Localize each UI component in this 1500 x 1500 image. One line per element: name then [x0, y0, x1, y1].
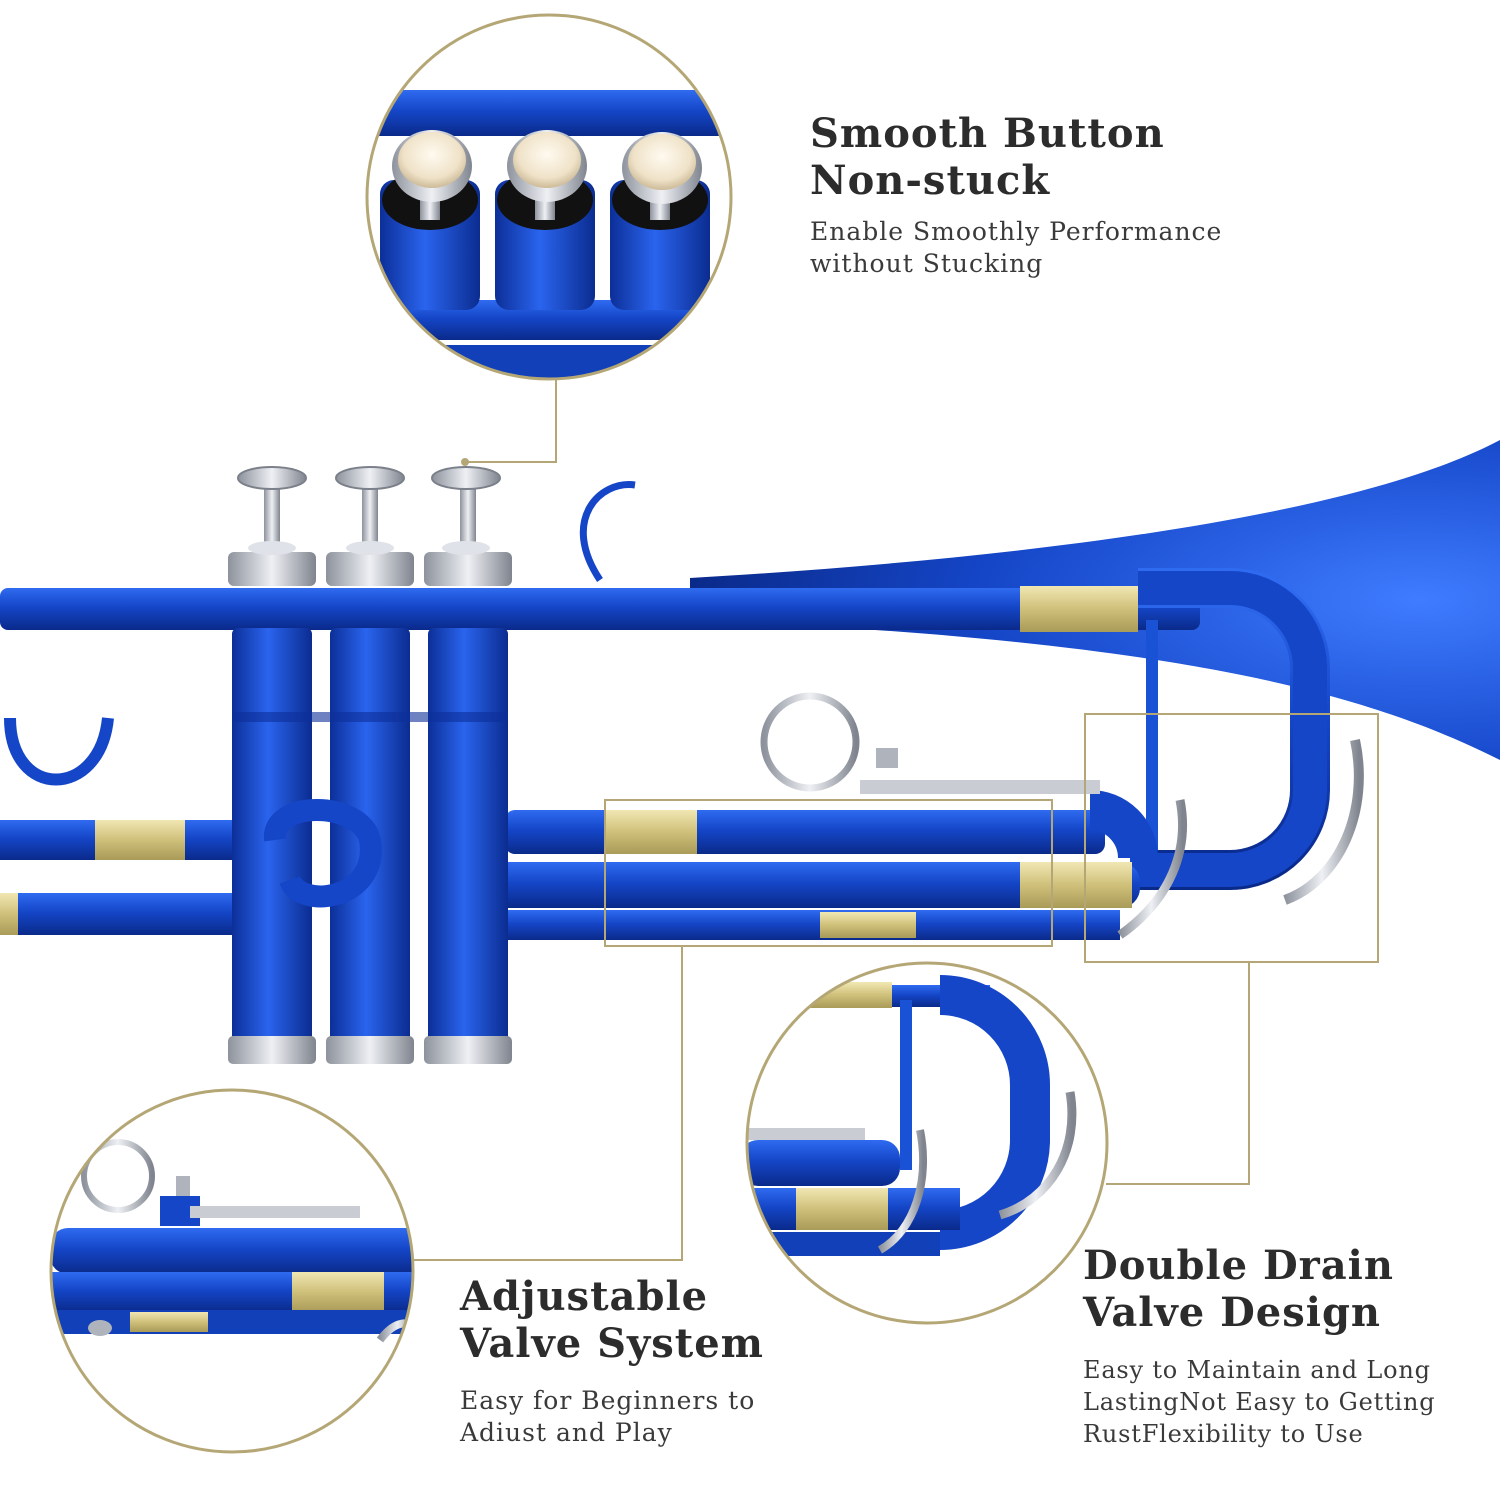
desc-line: Easy to Maintain and Long	[1083, 1356, 1431, 1384]
zoom-circle-buttons	[365, 13, 733, 381]
valve-buttons	[237, 466, 501, 555]
desc-line: LastingNot Easy to Getting	[1083, 1388, 1436, 1416]
feature-title: Smooth Button Non-stuck	[810, 110, 1370, 204]
title-line: Valve Design	[1083, 1289, 1381, 1336]
feature-double-drain: Double Drain Valve Design Easy to Mainta…	[1083, 1242, 1483, 1450]
feature-adjustable-valve: Adjustable Valve System Easy for Beginne…	[460, 1273, 900, 1449]
feature-title: Double Drain Valve Design	[1083, 1242, 1483, 1336]
title-line: Non-stuck	[810, 157, 1051, 204]
zoom-circle-drain-valves	[745, 961, 1109, 1325]
title-line: Double Drain	[1083, 1242, 1394, 1289]
desc-line: without Stucking	[810, 249, 1044, 278]
valve-casings	[228, 552, 512, 1064]
feature-title: Adjustable Valve System	[460, 1273, 900, 1367]
zoom-circle-adjustable-valve	[49, 1088, 415, 1454]
trumpet-main	[0, 440, 1500, 1064]
feature-description: Enable Smoothly Performance without Stuc…	[810, 216, 1370, 280]
desc-line: Enable Smoothly Performance	[810, 217, 1223, 246]
callout-lines	[412, 378, 1379, 1261]
desc-line: RustFlexibility to Use	[1083, 1420, 1364, 1448]
title-line: Valve System	[460, 1320, 764, 1367]
feature-smooth-button: Smooth Button Non-stuck Enable Smoothly …	[810, 110, 1370, 280]
title-line: Smooth Button	[810, 110, 1165, 157]
desc-line: Adiust and Play	[460, 1418, 673, 1447]
feature-description: Easy for Beginners to Adiust and Play	[460, 1385, 900, 1449]
desc-line: Easy for Beginners to	[460, 1386, 756, 1415]
title-line: Adjustable	[460, 1273, 709, 1320]
feature-description: Easy to Maintain and Long LastingNot Eas…	[1083, 1354, 1483, 1450]
